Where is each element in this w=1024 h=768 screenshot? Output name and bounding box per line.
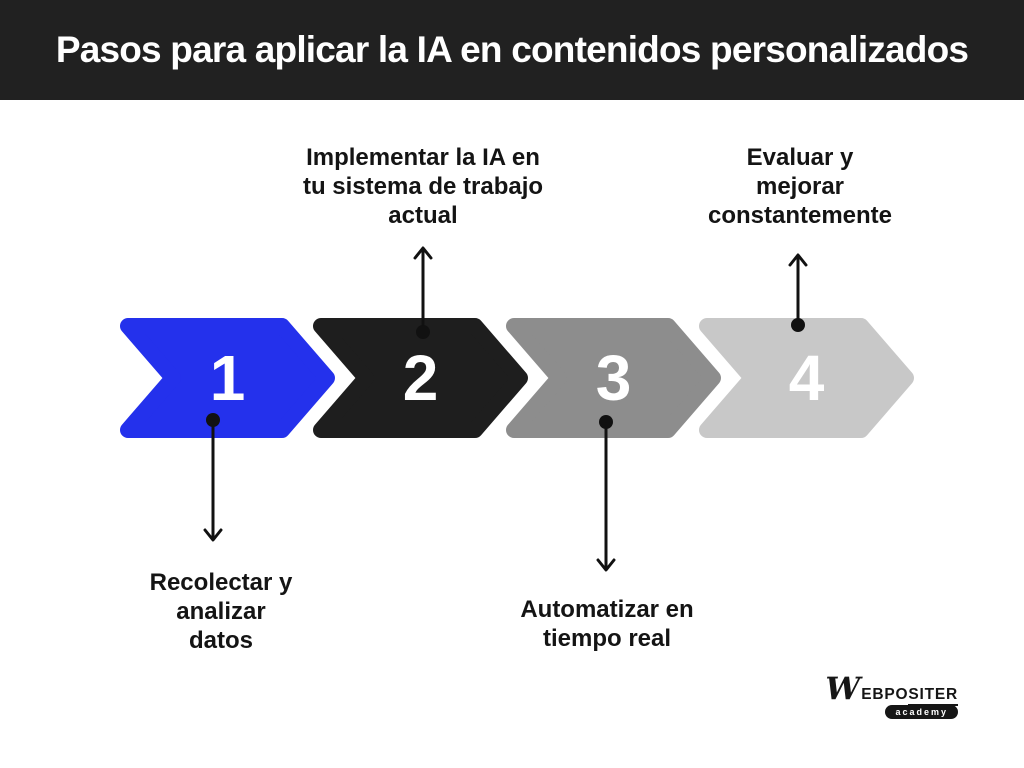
step-3-chevron — [506, 318, 721, 438]
step-4-arrow-up-icon — [788, 253, 808, 332]
step-2-chevron-shape — [313, 318, 528, 438]
step-4-chevron-shape — [699, 318, 914, 438]
step-1-label: Recolectar y analizar datos — [149, 569, 293, 654]
brand-wordmark-underlined: SITER — [908, 687, 958, 706]
step-1-arrow-down-icon — [203, 413, 223, 542]
step-3-label: Automatizar en tiempo real — [520, 596, 694, 652]
step-2-arrow-up-icon — [413, 246, 433, 339]
brand-initial: W — [825, 671, 861, 707]
step-4-chevron — [699, 318, 914, 438]
step-2-label: Implementar la IA en tu sistema de traba… — [302, 144, 544, 229]
header-bar: Pasos para aplicar la IA en contenidos p… — [0, 0, 1024, 100]
step-1-chevron-shape — [120, 318, 335, 438]
brand-wordmark: W EBPO SITER — [825, 674, 958, 706]
brand-tagline-badge: academy — [885, 705, 958, 719]
step-3-arrow-down-icon — [596, 415, 616, 572]
step-3-chevron-shape — [506, 318, 721, 438]
brand-wordmark-rest: EBPO — [861, 686, 909, 703]
step-4-label: Evaluar y mejorar constantemente — [707, 144, 893, 229]
step-1-chevron — [120, 318, 335, 438]
brand-logo: W EBPO SITER academy — [822, 674, 958, 719]
page-title: Pasos para aplicar la IA en contenidos p… — [55, 29, 969, 70]
step-2-chevron — [313, 318, 528, 438]
